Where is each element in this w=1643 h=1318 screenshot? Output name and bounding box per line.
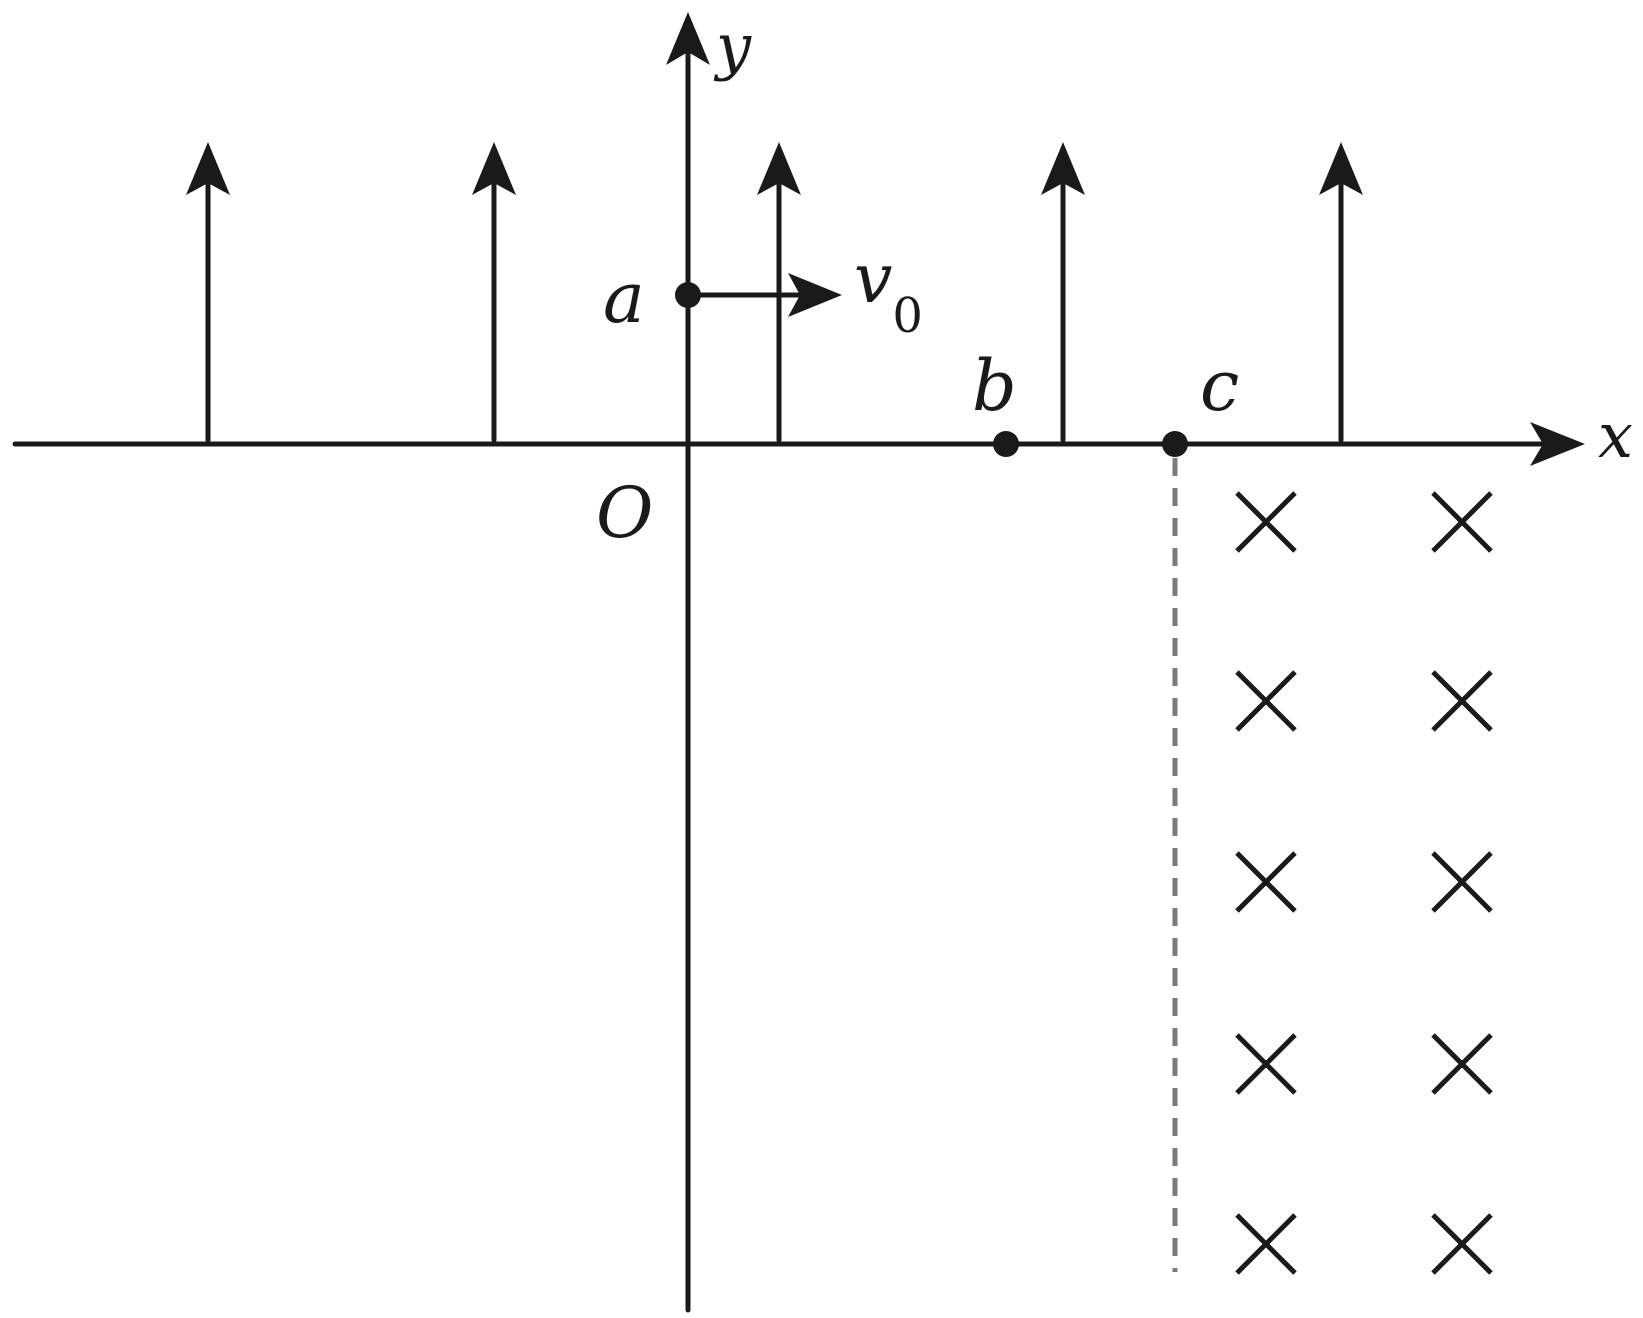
magnetic-field-cross (1235, 670, 1297, 732)
magnetic-field-cross (1235, 851, 1297, 913)
magnetic-field-cross (1431, 1033, 1493, 1095)
magnetic-field-cross (1431, 670, 1493, 732)
velocity-subscript: 0 (892, 288, 923, 344)
electric-field-arrow (186, 142, 230, 443)
y-axis (666, 12, 710, 1313)
magnetic-field-cross (1431, 851, 1493, 913)
point-a-label: a (603, 257, 645, 339)
magnetic-field-cross (1235, 491, 1297, 553)
point-b-label: b (972, 345, 1017, 427)
y-axis-label: y (713, 10, 752, 83)
electric-field-arrow (1041, 142, 1085, 443)
velocity-symbol: v (854, 240, 892, 319)
electric-field-arrow (472, 142, 516, 443)
magnetic-field-cross (1431, 491, 1493, 553)
origin-label: O (596, 472, 653, 554)
magnetic-field-cross (1431, 1213, 1493, 1275)
x-axis-label: x (1598, 399, 1633, 472)
x-axis (12, 422, 1585, 466)
point-c-label: c (1200, 345, 1239, 427)
velocity-arrow (685, 273, 842, 317)
electric-field-arrow (757, 142, 801, 443)
magnetic-field-cross (1235, 1213, 1297, 1275)
point-c (1162, 431, 1188, 457)
magnetic-field-crosses (1235, 491, 1493, 1275)
point-b (993, 431, 1019, 457)
electric-field-arrows (186, 142, 1363, 443)
magnetic-field-cross (1235, 1033, 1297, 1095)
electric-field-arrow (1319, 142, 1363, 443)
velocity-label: v0 (854, 240, 923, 344)
